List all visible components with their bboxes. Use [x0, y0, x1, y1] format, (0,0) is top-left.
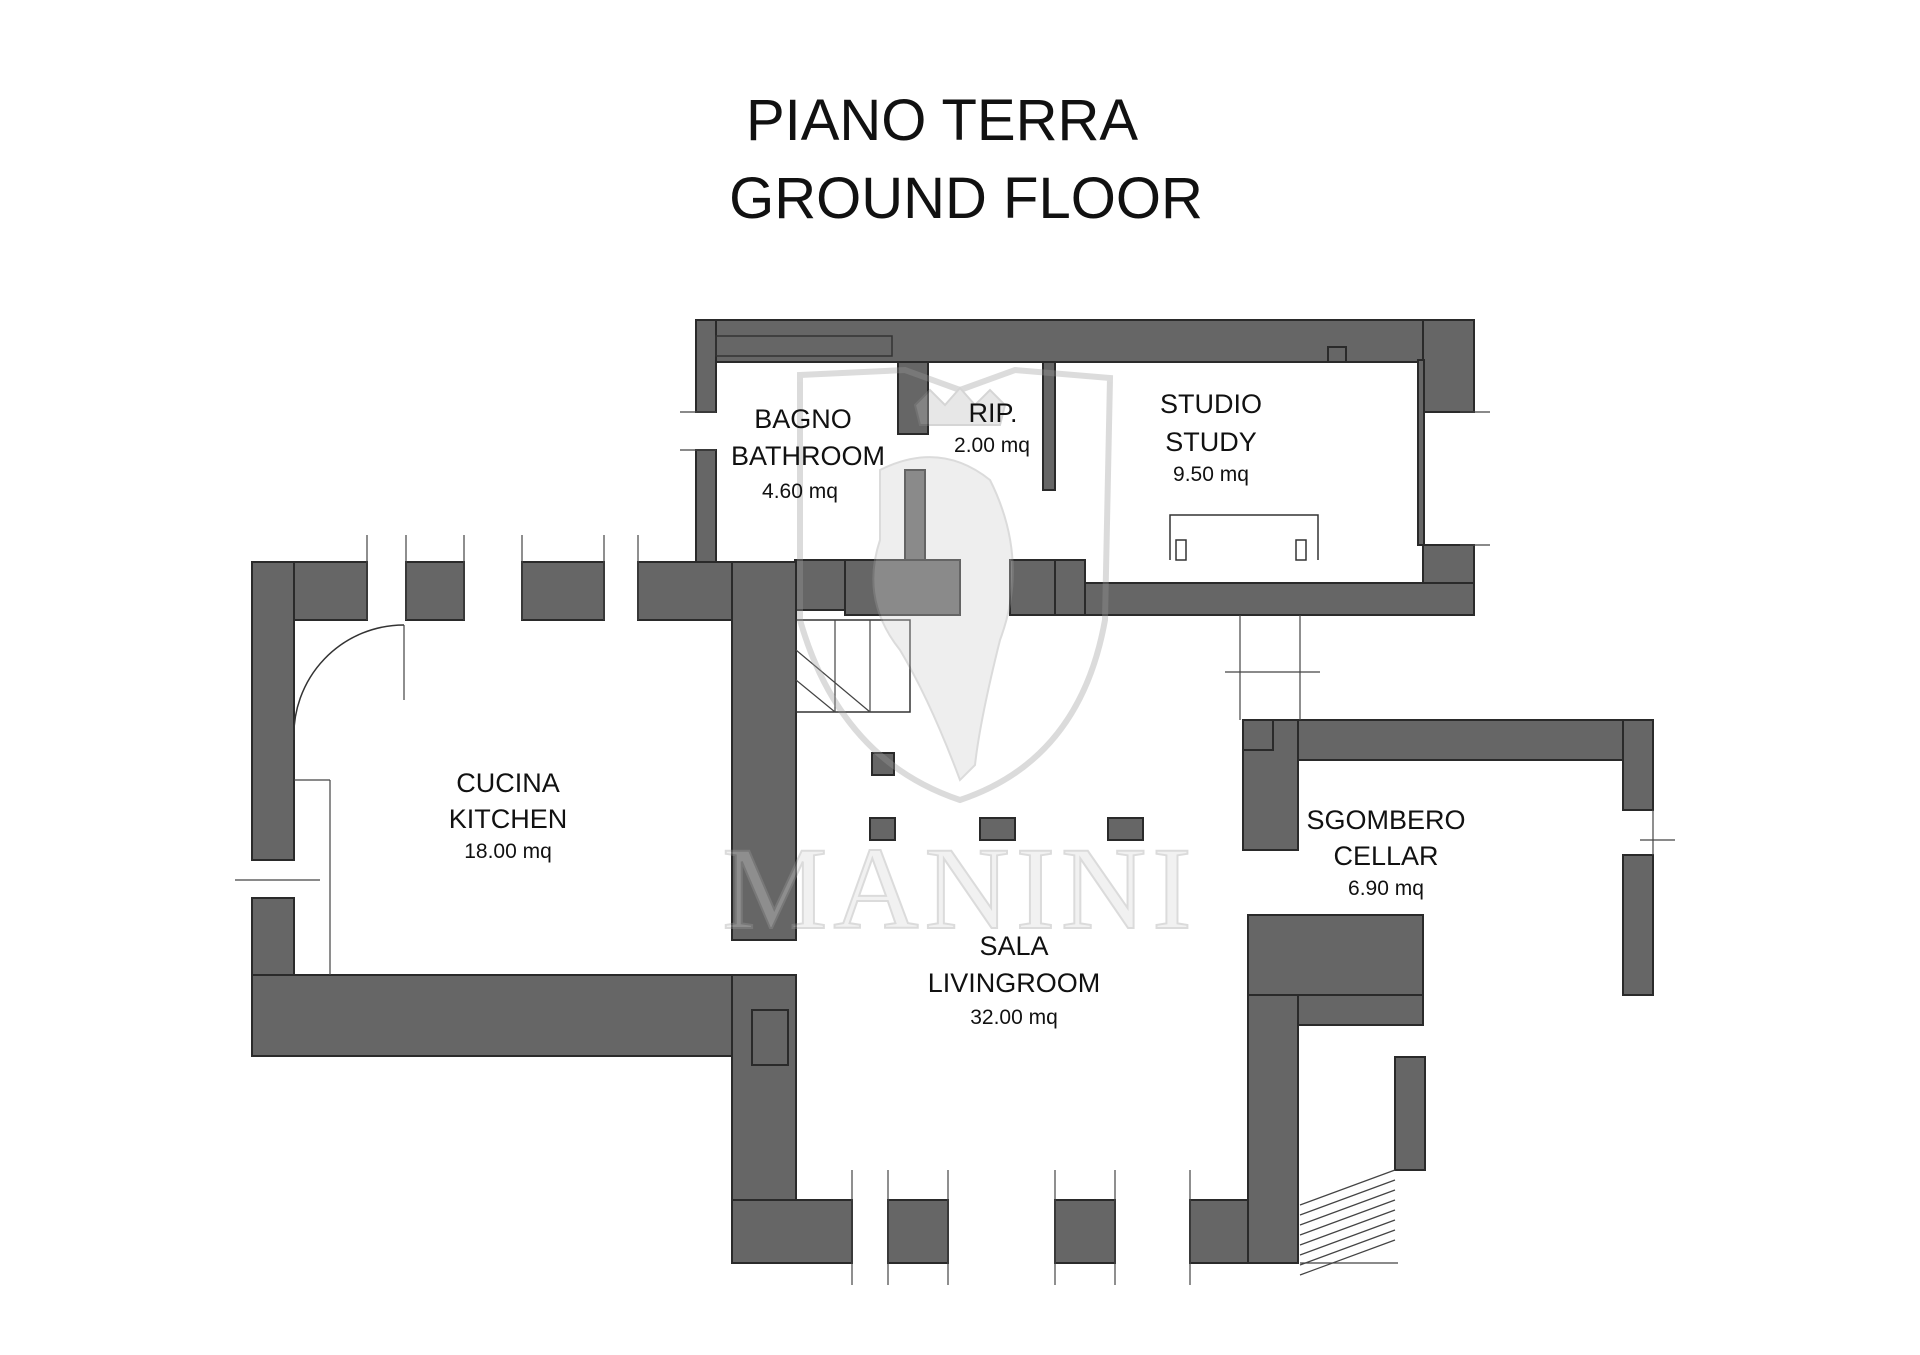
living-bottom-pier-b: [1054, 1199, 1116, 1264]
room-storage: RIP. 2.00 mq: [954, 398, 1030, 457]
annex-bottom-wall: [1054, 582, 1475, 616]
cellar-corner-pier: [1242, 719, 1274, 751]
bath-partition-upper: [897, 361, 929, 435]
room-name-english: KITCHEN: [449, 804, 568, 834]
room-area: 6.90 mq: [1348, 877, 1424, 900]
room-name-italian: STUDIO: [1160, 389, 1262, 419]
room-name-italian: SGOMBERO: [1306, 805, 1465, 835]
room-area: 4.60 mq: [762, 480, 838, 503]
study-window-jamb: [1417, 359, 1425, 546]
study-desk: [1169, 514, 1319, 560]
kitchen-top-wall-c: [521, 561, 605, 621]
desk-leg: [1175, 539, 1187, 561]
watermark: MANINI: [721, 366, 1197, 955]
kitchen-right-wall: [731, 561, 797, 941]
kitchen-door-swing: [293, 624, 405, 741]
room-name-italian: BAGNO: [754, 404, 852, 434]
shield-emblem-icon: [797, 366, 1114, 804]
room-study: STUDIO STUDY 9.50 mq: [1160, 389, 1262, 486]
storage-partition: [1042, 361, 1056, 491]
walls: [251, 319, 1654, 1264]
living-bottom-left: [731, 1199, 853, 1264]
room-area: 2.00 mq: [954, 434, 1030, 457]
room-area: 32.00 mq: [970, 1006, 1058, 1029]
room-bathroom: BAGNO BATHROOM 4.60 mq: [731, 404, 885, 503]
room-name-english: CELLAR: [1333, 841, 1438, 871]
desk-leg: [1295, 539, 1307, 561]
room-name-italian: CUCINA: [456, 768, 560, 798]
room-name-english: STUDY: [1165, 427, 1257, 457]
kitchen-left-wall-upper: [251, 561, 295, 861]
room-name-english: BATHROOM: [731, 441, 885, 471]
cellar-bottom-offset: [1297, 994, 1424, 1026]
watermark-text: MANINI: [722, 823, 1197, 954]
exterior-stairs: [1299, 1169, 1398, 1276]
cellar-top-wall: [1242, 719, 1654, 761]
bath-shelf: [715, 335, 893, 357]
living-bottom-pier-a: [887, 1199, 949, 1264]
plan-title-english: GROUND FLOOR: [729, 166, 1203, 231]
pillar: [869, 817, 896, 841]
room-area: 18.00 mq: [464, 840, 552, 863]
annex-left-wall-upper: [695, 319, 717, 413]
kitchen-bottom-wall: [251, 974, 733, 1057]
cellar-right-wall-lower: [1622, 854, 1654, 996]
room-kitchen: CUCINA KITCHEN 18.00 mq: [449, 768, 568, 863]
window-marks: [235, 411, 1675, 1285]
exterior-stair-wall: [1394, 1056, 1426, 1171]
stair-block-center: [844, 559, 961, 616]
crown-icon: [913, 386, 1007, 426]
study-door-jamb: [1054, 559, 1086, 616]
cellar-right-wall-upper: [1622, 719, 1654, 811]
staircase: [795, 619, 911, 713]
plan-title-italian: PIANO TERRA: [746, 88, 1138, 153]
room-name-english: LIVINGROOM: [928, 968, 1101, 998]
pillar: [871, 752, 895, 776]
pillar: [979, 817, 1016, 841]
study-flue: [1327, 346, 1347, 363]
stair-block-right: [1009, 559, 1056, 616]
room-area: 9.50 mq: [1173, 463, 1249, 486]
cellar-bottom-wall: [1247, 914, 1424, 996]
room-name: RIP.: [968, 398, 1017, 428]
kitchen-top-wall-b: [405, 561, 465, 621]
fixtures: [235, 335, 1675, 1285]
annex-left-wall-lower: [695, 449, 717, 566]
room-living: SALA LIVINGROOM 32.00 mq: [928, 931, 1101, 1029]
stair-block-left: [794, 559, 846, 611]
rampant-lion-icon: [872, 456, 1014, 782]
niche-pier: [751, 1009, 789, 1066]
room-name-italian: SALA: [979, 931, 1048, 961]
pillar: [1107, 817, 1144, 841]
room-cellar: SGOMBERO CELLAR 6.90 mq: [1306, 805, 1465, 900]
annex-right-wall-upper: [1422, 319, 1475, 413]
